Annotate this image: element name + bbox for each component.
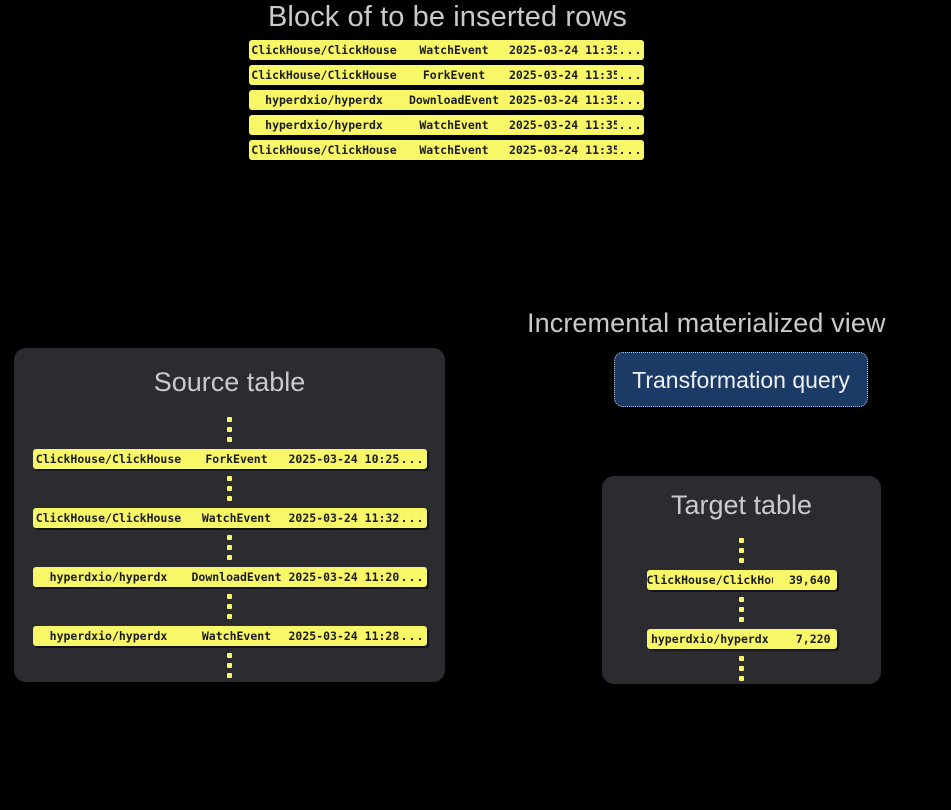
- row-repo: ClickHouse/ClickHouse: [35, 511, 182, 525]
- row-timestamp: 2025-03-24 11:35:48: [509, 93, 617, 107]
- row-repo: hyperdxio/hyperdx: [265, 118, 383, 132]
- row-separator-dots: [227, 469, 232, 508]
- row-separator-dots: [227, 587, 232, 626]
- separator-dot: [227, 604, 232, 609]
- block-row: hyperdxio/hyperdx WatchEvent 2025-03-24 …: [249, 115, 644, 135]
- separator-dot: [227, 486, 232, 491]
- row-timestamp: 2025-03-24 11:35:54: [509, 143, 617, 157]
- row-event: ForkEvent: [422, 68, 486, 82]
- row-separator-dots: [227, 646, 232, 685]
- row-timestamp: 2025-03-24 11:20:12: [288, 570, 399, 584]
- row-ellipsis: ...: [400, 629, 425, 643]
- block-of-rows-title: Block of to be inserted rows: [267, 1, 628, 33]
- row-separator-dots: [227, 528, 232, 567]
- source-table-row: ClickHouse/ClickHouse WatchEvent 2025-03…: [32, 508, 427, 528]
- separator-dot: [739, 666, 744, 671]
- row-event: WatchEvent: [201, 629, 272, 643]
- separator-dot: [227, 476, 232, 481]
- row-separator-dots: [739, 649, 744, 688]
- row-separator-dots: [227, 410, 232, 449]
- row-repo: hyperdxio/hyperdx: [265, 93, 383, 107]
- row-timestamp: 2025-03-24 11:28:32: [288, 629, 399, 643]
- block-of-rows: ClickHouse/ClickHouse WatchEvent 2025-03…: [249, 40, 644, 160]
- row-repo: hyperdxio/hyperdx: [650, 632, 769, 646]
- separator-dot: [739, 558, 744, 563]
- row-timestamp: 2025-03-24 11:32:54: [288, 511, 399, 525]
- row-event: WatchEvent: [419, 118, 489, 132]
- separator-dot: [227, 535, 232, 540]
- row-ellipsis: ...: [400, 570, 425, 584]
- row-repo: ClickHouse/ClickHouse: [251, 68, 397, 82]
- source-table-row: ClickHouse/ClickHouse ForkEvent 2025-03-…: [32, 449, 427, 469]
- target-table-rows: ClickHouse/ClickHouse 39,640 hyperdxio/h…: [602, 531, 881, 688]
- row-event: DownloadEvent: [408, 93, 499, 107]
- separator-dot: [227, 496, 232, 501]
- row-event: DownloadEvent: [191, 570, 282, 584]
- row-separator-dots: [739, 590, 744, 629]
- separator-dot: [739, 597, 744, 602]
- row-event: ForkEvent: [205, 452, 268, 466]
- source-table-row: hyperdxio/hyperdx WatchEvent 2025-03-24 …: [32, 626, 427, 646]
- row-repo: ClickHouse/ClickHouse: [251, 43, 397, 57]
- transformation-query-label: Transformation query: [632, 366, 850, 393]
- separator-dot: [739, 617, 744, 622]
- row-count: 39,640: [788, 573, 831, 587]
- separator-dot: [739, 656, 744, 661]
- block-row: ClickHouse/ClickHouse ForkEvent 2025-03-…: [249, 65, 644, 85]
- source-table-panel: Source table ClickHouse/ClickHouse ForkE…: [14, 348, 445, 682]
- row-repo: ClickHouse/ClickHouse: [251, 143, 397, 157]
- separator-dot: [227, 545, 232, 550]
- row-timestamp: 2025-03-24 10:25:00: [288, 452, 399, 466]
- source-table-title: Source table: [153, 367, 306, 397]
- row-ellipsis: ...: [618, 93, 643, 107]
- separator-dot: [227, 673, 232, 678]
- target-table-row: hyperdxio/hyperdx 7,220: [646, 629, 837, 649]
- block-row: ClickHouse/ClickHouse WatchEvent 2025-03…: [249, 40, 644, 60]
- row-event: WatchEvent: [419, 143, 489, 157]
- row-ellipsis: ...: [400, 511, 425, 525]
- separator-dot: [227, 653, 232, 658]
- target-table-title: Target table: [670, 490, 813, 520]
- incremental-materialized-view-title: Incremental materialized view: [527, 308, 886, 338]
- row-timestamp: 2025-03-24 11:35:52: [509, 118, 617, 132]
- block-row: ClickHouse/ClickHouse WatchEvent 2025-03…: [249, 140, 644, 160]
- row-event: WatchEvent: [419, 43, 489, 57]
- separator-dot: [227, 594, 232, 599]
- transformation-query-box[interactable]: Transformation query: [614, 352, 868, 407]
- separator-dot: [739, 538, 744, 543]
- separator-dot: [739, 607, 744, 612]
- row-timestamp: 2025-03-24 11:35:40: [509, 43, 617, 57]
- source-table-row: hyperdxio/hyperdx DownloadEvent 2025-03-…: [32, 567, 427, 587]
- separator-dot: [227, 417, 232, 422]
- separator-dot: [227, 437, 232, 442]
- row-count: 7,220: [795, 632, 831, 646]
- block-row: hyperdxio/hyperdx DownloadEvent 2025-03-…: [249, 90, 644, 110]
- row-timestamp: 2025-03-24 11:35:44: [509, 68, 617, 82]
- row-repo: ClickHouse/ClickHouse: [35, 452, 182, 466]
- target-table-panel: Target table ClickHouse/ClickHouse 39,64…: [602, 476, 881, 684]
- row-repo: hyperdxio/hyperdx: [49, 570, 168, 584]
- row-separator-dots: [739, 531, 744, 570]
- separator-dot: [227, 614, 232, 619]
- separator-dot: [227, 555, 232, 560]
- target-table-row: ClickHouse/ClickHouse 39,640: [646, 570, 837, 590]
- separator-dot: [739, 548, 744, 553]
- row-event: WatchEvent: [201, 511, 272, 525]
- row-ellipsis: ...: [618, 43, 643, 57]
- separator-dot: [227, 663, 232, 668]
- row-repo: ClickHouse/ClickHouse: [646, 573, 774, 587]
- row-ellipsis: ...: [400, 452, 425, 466]
- row-repo: hyperdxio/hyperdx: [49, 629, 168, 643]
- source-table-rows: ClickHouse/ClickHouse ForkEvent 2025-03-…: [14, 410, 445, 685]
- separator-dot: [739, 676, 744, 681]
- row-ellipsis: ...: [618, 143, 643, 157]
- row-ellipsis: ...: [618, 118, 643, 132]
- row-ellipsis: ...: [618, 68, 643, 82]
- separator-dot: [227, 427, 232, 432]
